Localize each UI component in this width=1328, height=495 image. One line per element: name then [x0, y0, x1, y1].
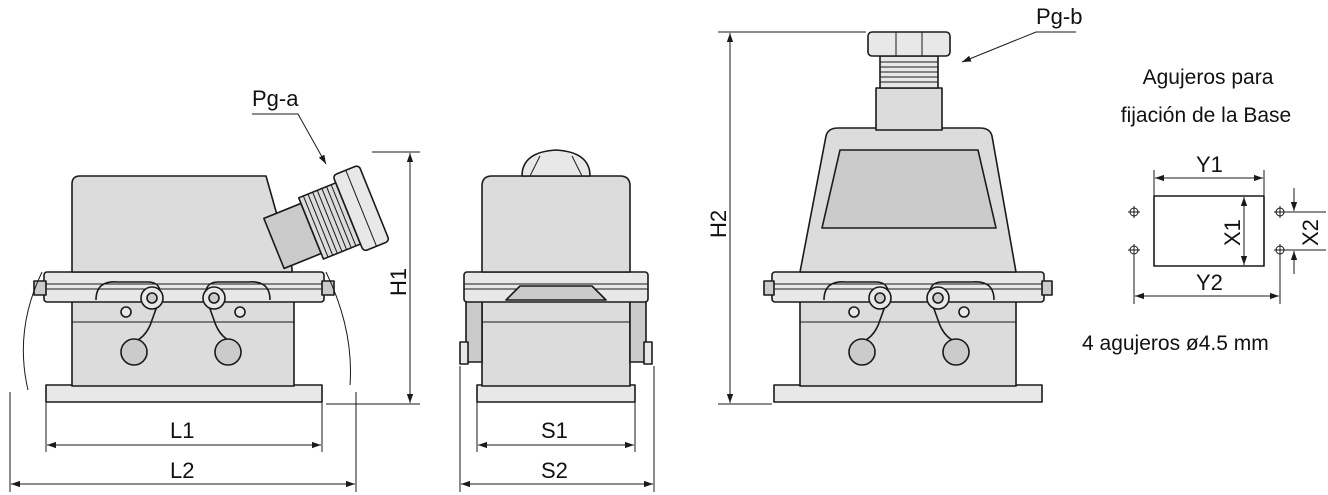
label-pg-b: Pg-b [1036, 4, 1082, 29]
locking-lever-right [202, 281, 271, 366]
label-y1: Y1 [1196, 152, 1223, 177]
dimension-s1: S1 [476, 402, 636, 452]
end-view [459, 149, 653, 403]
label-l2: L2 [170, 458, 194, 483]
dimension-h1: H1 [326, 151, 420, 405]
label-x2: X2 [1298, 219, 1323, 246]
mounting-title-line1: Agujeros para [1143, 66, 1274, 89]
side-view-angled-hood [22, 165, 390, 403]
lower-housing [71, 299, 295, 387]
leader-pg-a [252, 113, 327, 165]
front-gland-nut [867, 31, 951, 57]
leader-pg-b [961, 31, 1076, 63]
label-y2: Y2 [1196, 270, 1223, 295]
front-lever-left [823, 281, 892, 366]
front-lever-right [926, 281, 995, 366]
end-base-plate [476, 384, 636, 403]
hood-body [71, 175, 293, 273]
label-pg-a: Pg-a [252, 86, 299, 111]
dimension-h2: H2 [706, 31, 866, 405]
base-plate [45, 384, 323, 403]
hole-marks [1128, 206, 1286, 256]
locking-frame [43, 271, 325, 303]
label-x1: X1 [1220, 219, 1245, 246]
dimension-s2: S2 [459, 366, 655, 492]
angled-gland [263, 165, 390, 270]
front-gland-neck [875, 87, 943, 131]
mounting-holes-detail: Agujeros para fijación de la Base Y1 Y2 … [1082, 66, 1326, 355]
front-view-straight-hood [763, 31, 1053, 403]
holes-note: 4 agujeros ø4.5 mm [1082, 332, 1269, 355]
locking-lever-left [95, 281, 164, 366]
front-base-plate [773, 384, 1043, 403]
dimension-l2: L2 [9, 392, 357, 492]
end-gland-dome [521, 149, 591, 177]
label-h1: H1 [386, 268, 411, 296]
mounting-title-line2: fijación de la Base [1121, 104, 1291, 127]
label-s2: S2 [541, 458, 568, 483]
base-outline [1153, 195, 1265, 267]
label-l1: L1 [170, 418, 194, 443]
dimension-l1: L1 [45, 402, 323, 452]
label-s1: S1 [541, 418, 568, 443]
label-h2: H2 [706, 210, 731, 238]
